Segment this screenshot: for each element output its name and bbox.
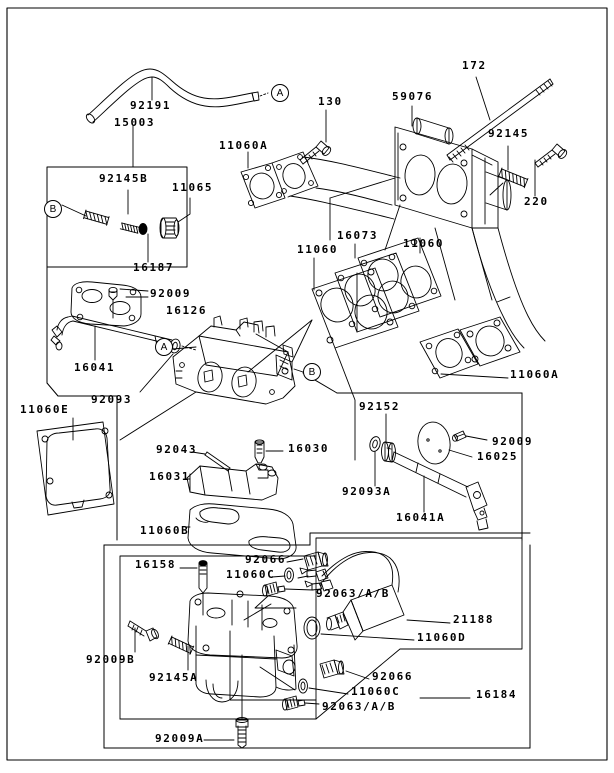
part-label-172: 172: [462, 59, 487, 72]
part-gasket-11060B: [187, 503, 297, 560]
callout-a-top: A: [271, 84, 289, 102]
part-jet-92063-top: [262, 581, 286, 597]
part-spring-92145: [497, 167, 529, 189]
part-label-92093: 92093: [91, 393, 133, 406]
part-label-21188: 21188: [453, 613, 495, 626]
part-label-220: 220: [524, 195, 549, 208]
part-float-bowl: [187, 590, 298, 703]
part-label-16158: 16158: [135, 558, 177, 571]
part-shaft-16041A: [391, 451, 489, 531]
part-needle-16030: [254, 439, 265, 464]
part-carburetor-body: [172, 315, 296, 405]
part-spring-92145A: [167, 635, 195, 655]
part-label-92066-top: 92066: [245, 553, 287, 566]
part-hose-92191: [85, 68, 260, 124]
part-label-92009B: 92009B: [86, 653, 136, 666]
part-label-11060C-top: 11060C: [226, 568, 276, 581]
part-bolt-92009A: [235, 717, 249, 749]
part-oring-11060D: [303, 616, 321, 640]
part-label-11060A-bot: 11060A: [510, 368, 560, 381]
part-screw-92009-top: [108, 286, 118, 301]
part-intake-pipe-16073: [271, 151, 401, 220]
part-jet-92063-bot: [282, 695, 306, 711]
part-label-11060B: 11060B: [140, 524, 190, 537]
part-label-11060-right: 11060: [403, 237, 445, 250]
part-label-92093A: 92093A: [342, 485, 392, 498]
part-label-92145: 92145: [488, 127, 530, 140]
part-bolt-130: [299, 140, 332, 165]
part-label-16041: 16041: [74, 361, 116, 374]
part-label-16184: 16184: [476, 688, 518, 701]
part-solenoid-21188: [297, 551, 405, 641]
part-label-16031: 16031: [149, 470, 191, 483]
part-screw-92009-mid: [452, 430, 467, 442]
part-spacer-16073: [334, 252, 420, 333]
part-label-11060-left: 11060: [297, 243, 339, 256]
part-label-59076: 59076: [392, 90, 434, 103]
part-plug-92066-bot: [319, 659, 345, 679]
part-float-16031: [186, 463, 279, 501]
part-label-92152: 92152: [359, 400, 401, 413]
part-seal-92093A: [369, 436, 381, 452]
part-label-92009-top: 92009: [150, 287, 192, 300]
part-plate-16025: [417, 421, 451, 465]
part-spring-92145B: [83, 209, 110, 226]
part-label-92066-bot: 92066: [372, 670, 414, 683]
part-manifold-59076: [394, 117, 546, 367]
part-gasket-11060A-top: [240, 162, 286, 209]
part-gasket-11060E: [36, 421, 115, 516]
part-label-16126: 16126: [166, 304, 208, 317]
callout-b-left: B: [44, 200, 62, 218]
part-label-92043: 92043: [156, 443, 198, 456]
part-gasket-11060-left: [311, 267, 399, 349]
part-label-92145B: 92145B: [99, 172, 149, 185]
part-label-16187: 16187: [133, 261, 175, 274]
part-label-92009A: 92009A: [155, 732, 205, 745]
part-label-11060D: 11060D: [417, 631, 467, 644]
part-washer-11060C-bot: [298, 678, 308, 694]
part-spring-16187: [119, 222, 140, 234]
part-label-16073: 16073: [337, 229, 379, 242]
part-plug-92066-top: [303, 551, 329, 571]
part-label-92145A: 92145A: [149, 671, 199, 684]
part-label-11060E: 11060E: [20, 403, 70, 416]
part-gasket-11060A-bot: [419, 328, 479, 379]
part-label-11065: 11065: [172, 181, 214, 194]
part-label-16025: 16025: [477, 450, 519, 463]
part-insulator-16126: [70, 281, 142, 327]
part-label-11060A-top: 11060A: [219, 139, 269, 152]
part-label-92063AB-top: 92063/A/B: [316, 587, 391, 600]
part-label-11060C-bot: 11060C: [351, 685, 401, 698]
part-label-16030: 16030: [288, 442, 330, 455]
callout-b-carb: B: [303, 363, 321, 381]
part-label-15003: 15003: [114, 116, 156, 129]
part-label-130: 130: [318, 95, 343, 108]
part-label-16041A: 16041A: [396, 511, 446, 524]
part-collar-92152: [381, 441, 396, 463]
part-bolt-92009B: [127, 620, 159, 642]
part-bolt-220: [534, 143, 568, 168]
part-gasket-11060-right: [357, 237, 442, 318]
part-label-92191: 92191: [130, 99, 172, 112]
part-stud-172: [446, 78, 554, 163]
part-valve-11065: [159, 217, 180, 239]
part-jet-16158: [198, 560, 208, 594]
part-label-92009-mid: 92009: [492, 435, 534, 448]
part-label-92063AB-bot: 92063/A/B: [322, 700, 397, 713]
part-washer-11060C-top: [284, 567, 294, 583]
callout-a-carb: A: [155, 338, 173, 356]
